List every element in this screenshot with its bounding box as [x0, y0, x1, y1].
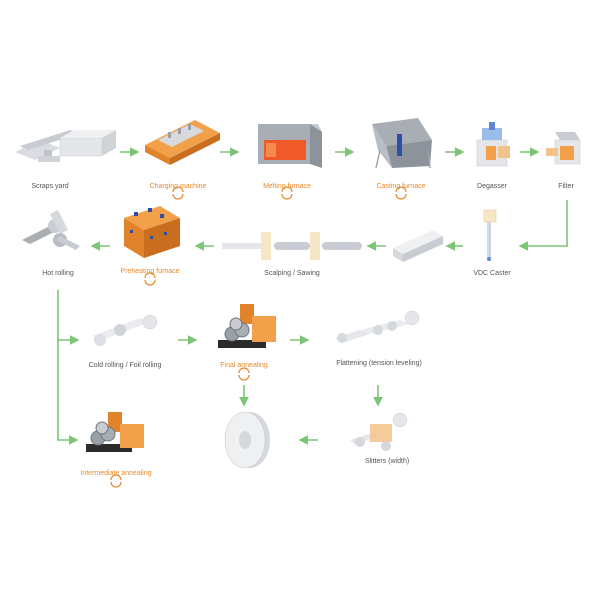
degasser-icon: [476, 122, 510, 167]
label-charging-machine: Charging machine: [149, 183, 207, 190]
scraps-yard-icon: [15, 130, 116, 162]
label-filter: Filter: [558, 183, 574, 190]
casting-furnace-icon: [372, 118, 432, 169]
label-flattening: Flattening (tension leveling): [336, 360, 422, 367]
rotating-arrows-icon: [110, 474, 122, 488]
arrow-hotrolling-to-cold: [57, 290, 80, 345]
label-degasser: Degasser: [477, 183, 507, 190]
filter-icon: [546, 132, 581, 165]
arrow-hotrolling-to-intermediate: [57, 340, 79, 445]
billet-icon: [393, 230, 443, 262]
rotating-arrows-icon: [172, 186, 184, 200]
hot-rolling-icon: [22, 210, 80, 250]
label-slitters: Slitters (width): [364, 458, 410, 465]
intermediate-annealing-icon: [86, 412, 144, 452]
aluminium-coil-icon: [224, 411, 270, 469]
label-scraps-yard: Scraps yard: [31, 183, 69, 190]
rotating-arrows-icon: [281, 186, 293, 200]
flattening-icon: [335, 310, 420, 343]
scalping-sawing-icon: [222, 232, 362, 260]
rotating-arrows-icon: [238, 367, 250, 381]
heat-indicators: [110, 186, 407, 488]
label-final-annealing: Final annealing: [220, 362, 268, 369]
melting-furnace-icon: [258, 124, 322, 168]
label-casting-furnace: Casting furnace: [376, 183, 426, 190]
label-hot-rolling: Hot rolling: [42, 270, 74, 277]
label-intermediate-annealing: Intermediate annealing: [80, 470, 152, 477]
label-cold-rolling: Cold rolling / Foil rolling: [88, 362, 162, 369]
preheating-furnace-icon: [124, 206, 180, 258]
label-vdc-caster: VDC Caster: [473, 270, 511, 277]
rotating-arrows-icon: [395, 186, 407, 200]
label-scalping-sawing: Scalping / Sawing: [264, 270, 320, 277]
vdc-caster-icon: [483, 209, 497, 261]
charging-machine-icon: [145, 120, 220, 165]
label-preheating-furnace: Preheating furnace: [120, 268, 180, 275]
cold-rolling-icon: [92, 314, 158, 346]
arrow-filter-to-vdc: [518, 200, 568, 251]
label-melting-furnace: Melting furnace: [263, 183, 311, 190]
slitters-icon: [350, 412, 408, 451]
flow-arrows: [57, 147, 568, 445]
final-annealing-icon: [218, 304, 276, 348]
rotating-arrows-icon: [144, 272, 156, 286]
